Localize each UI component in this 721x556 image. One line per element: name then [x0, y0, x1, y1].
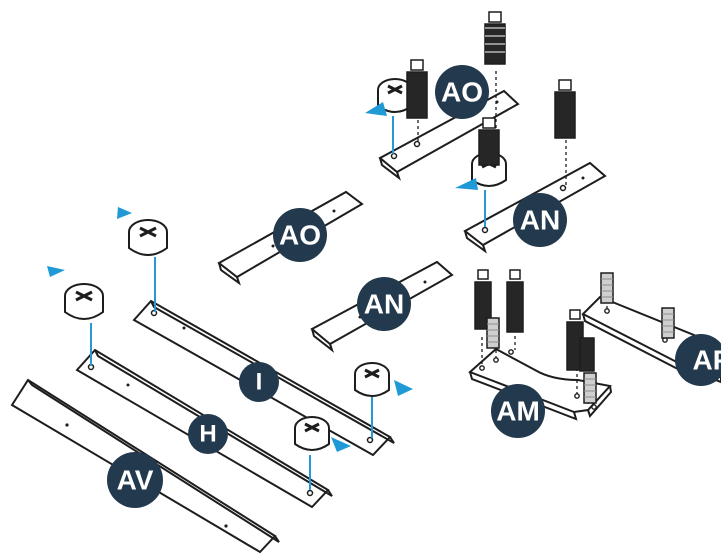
svg-text:AV: AV [117, 465, 154, 496]
cam-bolt-icon [554, 79, 576, 139]
wood-dowel-icon [486, 317, 500, 349]
svg-text:AP: AP [693, 345, 721, 376]
label-ao-top: AO [435, 65, 489, 119]
cam-bolt-icon [579, 337, 595, 372]
direction-arrow-icon [455, 178, 478, 190]
label-ao-middle: AO [273, 208, 327, 262]
label-av: AV [107, 452, 163, 508]
svg-text:AN: AN [364, 289, 404, 320]
guide-lines [90, 116, 486, 490]
cam-bolt-icon [506, 269, 524, 333]
label-an-top: AN [513, 193, 567, 247]
direction-arrow-icon [394, 380, 413, 396]
cam-bolt-icon [484, 11, 506, 65]
wood-dowel-icon [661, 307, 675, 339]
cam-bolt-icon [478, 117, 500, 166]
label-an-middle: AN [357, 277, 411, 331]
cam-lock-icon [354, 362, 390, 397]
svg-text:AN: AN [520, 205, 560, 236]
svg-text:I: I [256, 369, 263, 396]
cam-bolt-icon [566, 309, 584, 371]
direction-arrows [47, 102, 478, 452]
svg-text:AM: AM [496, 396, 540, 427]
direction-arrow-icon [365, 102, 387, 116]
cam-lock-icon [64, 283, 104, 320]
direction-arrow-icon [47, 266, 65, 277]
wood-dowel-icon [600, 272, 614, 304]
label-i: I [239, 362, 279, 402]
direction-arrow-icon [331, 437, 351, 452]
cam-lock-icon [128, 219, 168, 256]
cam-lock-icon [294, 416, 330, 451]
label-h: H [188, 414, 228, 454]
cam-bolt-icon [406, 59, 428, 119]
label-ap: AP [675, 334, 721, 386]
svg-text:AO: AO [279, 220, 321, 251]
svg-text:AO: AO [441, 77, 483, 108]
svg-text:H: H [199, 421, 216, 448]
direction-arrow-icon [117, 207, 132, 219]
label-am: AM [491, 384, 545, 438]
wood-dowel-icon [583, 372, 597, 404]
